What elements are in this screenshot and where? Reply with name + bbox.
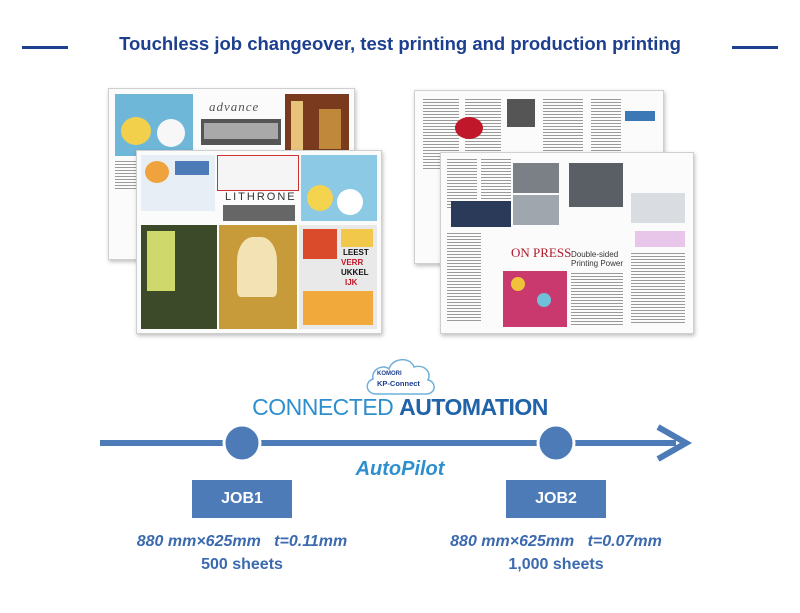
poster-word-1: LEEST (343, 248, 369, 257)
job2-front-sheet: ON PRESS Double-sided Printing Power (440, 152, 694, 334)
job1-quantity: 500 sheets (201, 556, 283, 573)
autopilot-label: AutoPilot (355, 458, 445, 480)
title-rule-right (732, 46, 778, 49)
poster-word-4: IJK (345, 278, 358, 287)
automation-word: AUTOMATION (399, 394, 548, 420)
job2-size: 880 mm×625mm (450, 533, 575, 550)
job1-spec: 880 mm×625mm t=0.11mm (112, 533, 372, 551)
job2-thickness: t=0.07mm (587, 533, 662, 550)
lithrone-logo: LITHRONE (225, 191, 297, 203)
job2-box: JOB2 (506, 480, 606, 518)
poster-word-3: UKKEL (341, 268, 369, 277)
job1-node (222, 423, 262, 463)
cloud-brand: KOMORI (377, 371, 402, 377)
job2-node (536, 423, 576, 463)
cloud-icon (366, 359, 435, 395)
double-sided-line1: Double-sided (571, 250, 619, 259)
job1-box: JOB1 (192, 480, 292, 518)
job1-size: 880 mm×625mm (136, 533, 261, 550)
poster-word-2: VERR (341, 258, 364, 267)
double-sided-line2: Printing Power (571, 259, 624, 268)
job1-thickness: t=0.11mm (274, 533, 348, 550)
connected-automation-heading: CONNECTED AUTOMATION (200, 394, 600, 421)
advance-logo: advance (209, 99, 260, 114)
job1-front-sheet: LITHRONE LEEST VERR UKKEL IJK (136, 150, 382, 334)
connected-word: CONNECTED (252, 394, 400, 420)
on-press-heading: ON PRESS (511, 245, 572, 260)
job2-quantity: 1,000 sheets (508, 556, 604, 573)
title-rule-left (22, 46, 68, 49)
page-title: Touchless job changeover, test printing … (119, 33, 681, 54)
job2-spec: 880 mm×625mm t=0.07mm (426, 533, 686, 551)
cloud-service: KP-Connect (377, 379, 420, 388)
